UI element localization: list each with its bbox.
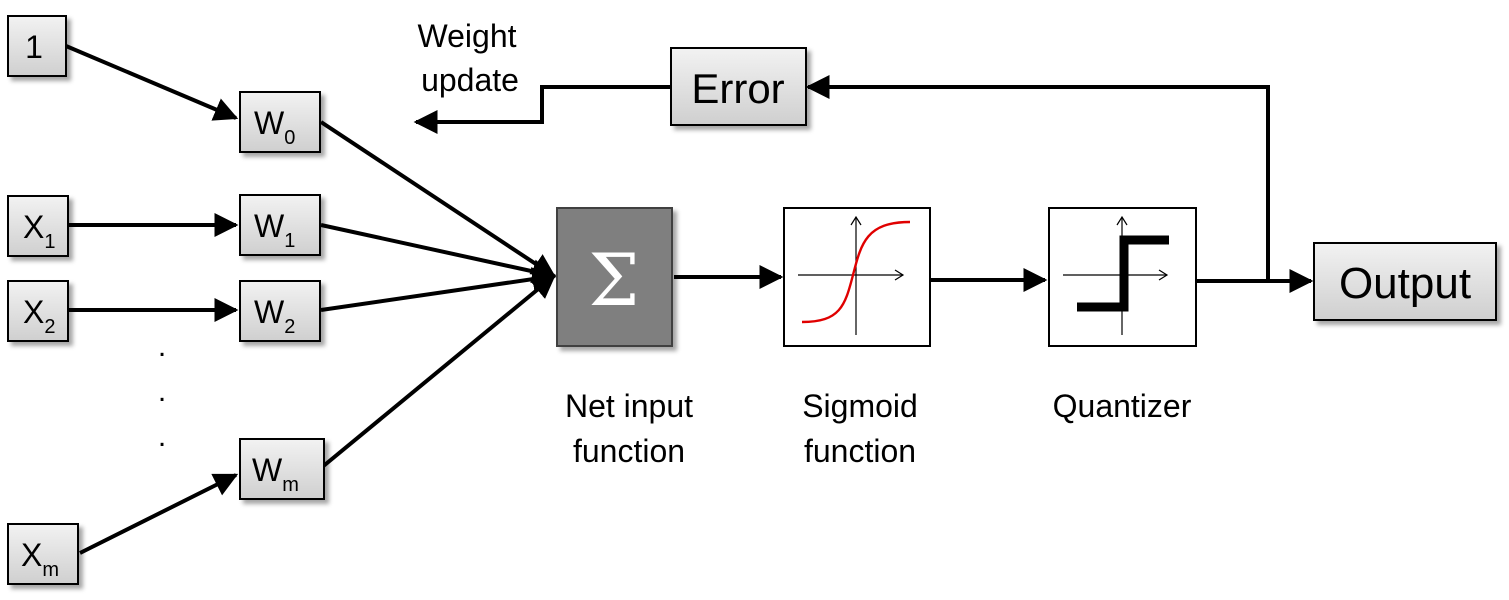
ellipsis-dot-2: . bbox=[158, 375, 166, 408]
ellipsis-dot-1: . bbox=[158, 330, 166, 363]
weight-w2-sub: 2 bbox=[284, 316, 295, 338]
input-x1-sub: 1 bbox=[44, 231, 55, 253]
input-xm: Xm bbox=[7, 523, 79, 585]
edge-feedback-to-error bbox=[805, 75, 1270, 281]
ellipsis-dot-3: . bbox=[158, 420, 166, 453]
input-xm-sub: m bbox=[42, 559, 59, 581]
input-x2: X2 bbox=[7, 280, 69, 342]
error-node: Error bbox=[670, 47, 807, 126]
edge-xm-to-wm bbox=[79, 473, 239, 555]
weight-wm-sub: m bbox=[282, 474, 299, 496]
input-xm-main: X bbox=[21, 537, 42, 573]
output-label: Output bbox=[1339, 259, 1471, 308]
sigmoid-line-2: function bbox=[804, 433, 916, 469]
sigma-icon: Σ bbox=[589, 238, 640, 322]
weight-update-label: Weight update bbox=[417, 18, 518, 98]
svg-text:X2: X2 bbox=[23, 294, 55, 338]
input-x2-sub: 2 bbox=[44, 316, 55, 338]
edge-w2-to-sum bbox=[320, 267, 557, 312]
weight-update-line-2: update bbox=[421, 62, 519, 98]
edge-w1-to-sum bbox=[320, 223, 557, 284]
weight-w2: W2 bbox=[239, 280, 321, 342]
edge-w0-to-sum bbox=[319, 120, 557, 278]
weight-w0-main: W bbox=[254, 105, 285, 141]
weight-update-line-1: Weight bbox=[417, 18, 516, 54]
connections bbox=[65, 44, 1314, 555]
svg-text:W0: W0 bbox=[254, 105, 295, 149]
svg-text:W2: W2 bbox=[254, 294, 295, 338]
weight-w0-sub: 0 bbox=[284, 127, 295, 149]
net-input-line-1: Net input bbox=[565, 388, 693, 424]
svg-text:W1: W1 bbox=[254, 208, 295, 252]
input-1-label: 1 bbox=[25, 29, 43, 65]
svg-text:X1: X1 bbox=[23, 209, 55, 253]
sigmoid-axes-icon bbox=[798, 215, 905, 335]
weight-w1-main: W bbox=[254, 208, 285, 244]
weight-w1-sub: 1 bbox=[284, 230, 295, 252]
input-x2-main: X bbox=[23, 294, 44, 330]
error-label: Error bbox=[691, 65, 784, 112]
weight-w2-main: W bbox=[254, 294, 285, 330]
input-x1-main: X bbox=[23, 209, 44, 245]
weight-wm-main: W bbox=[252, 452, 283, 488]
sigmoid-function-label: Sigmoid function bbox=[802, 388, 918, 469]
net-input-function-label: Net input function bbox=[565, 388, 693, 469]
weight-wm: Wm bbox=[239, 438, 325, 500]
net-input-line-2: function bbox=[573, 433, 685, 469]
edge-wm-to-sum bbox=[319, 274, 556, 470]
quantizer-node bbox=[1048, 207, 1197, 347]
svg-text:Xm: Xm bbox=[21, 537, 59, 581]
quantizer-label: Quantizer bbox=[1053, 388, 1192, 424]
weight-w0: W0 bbox=[239, 91, 321, 153]
ellipsis: . . . bbox=[158, 330, 166, 453]
svg-text:Wm: Wm bbox=[252, 452, 299, 496]
net-input-sum-node: Σ bbox=[556, 207, 673, 347]
sigmoid-curve-icon bbox=[801, 220, 911, 324]
sigmoid-node bbox=[783, 207, 931, 347]
edge-error-to-weight-update bbox=[413, 85, 670, 134]
weight-w1: W1 bbox=[239, 194, 321, 256]
output-node: Output bbox=[1313, 242, 1497, 321]
step-function-icon bbox=[1077, 235, 1169, 312]
input-x1: X1 bbox=[7, 195, 69, 257]
input-1: 1 bbox=[7, 15, 67, 77]
sigmoid-line-1: Sigmoid bbox=[802, 388, 918, 424]
edge-1-to-w0 bbox=[65, 44, 239, 121]
